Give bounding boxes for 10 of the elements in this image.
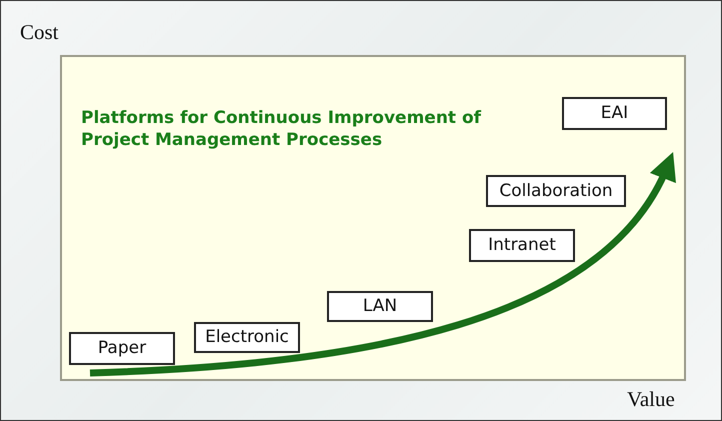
panel-title: Platforms for Continuous Improvement of Project Management Processes <box>81 107 482 151</box>
stage-label: Intranet <box>469 229 575 262</box>
stage-label: Paper <box>69 332 175 365</box>
stage-label: Collaboration <box>486 175 626 207</box>
axis-label: Value <box>627 387 675 412</box>
stage-label: EAI <box>562 97 667 130</box>
stage-label: Electronic <box>194 322 300 353</box>
axis-label: Cost <box>20 20 59 45</box>
stage-label: LAN <box>327 291 433 322</box>
panel <box>60 55 686 381</box>
